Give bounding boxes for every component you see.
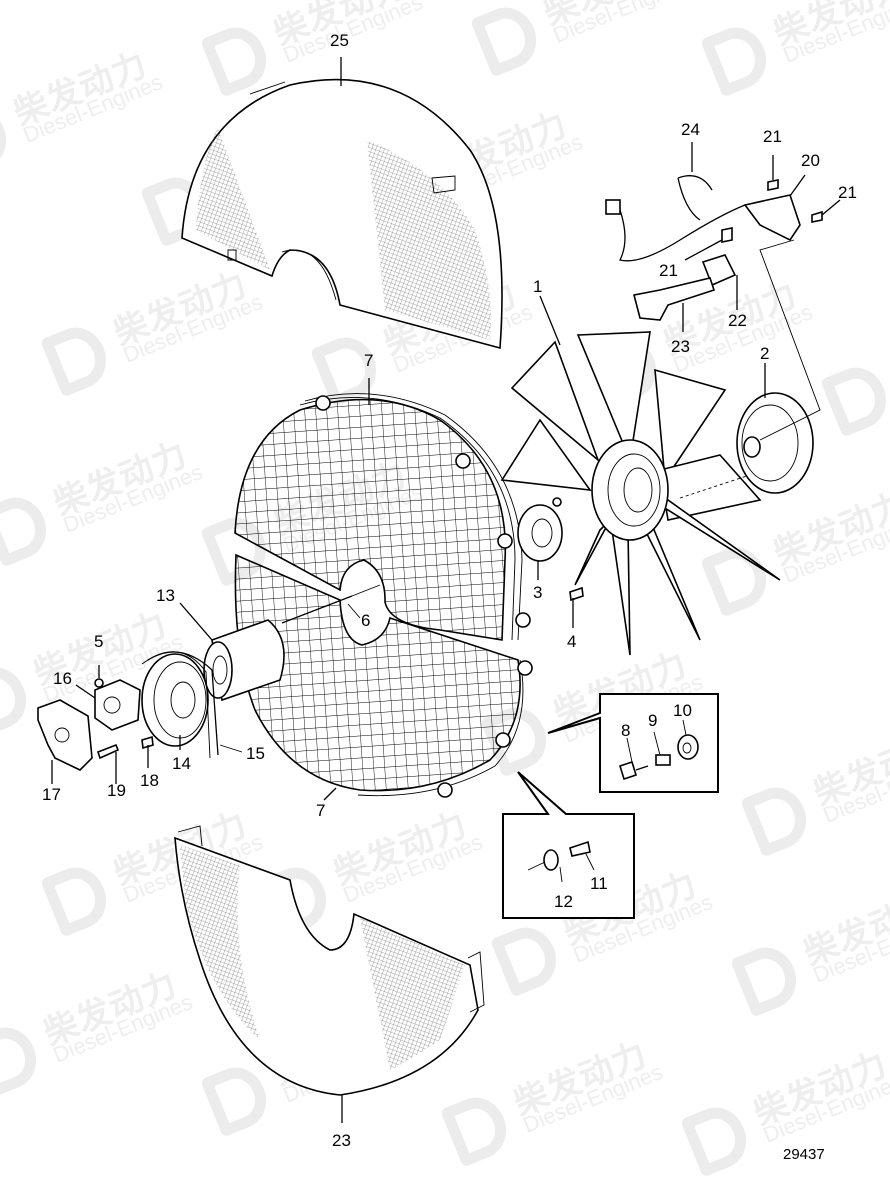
lower-fan-shroud: [174, 825, 485, 1123]
callout-11: 11: [590, 874, 608, 893]
callout-3: 3: [533, 583, 543, 602]
sensor-bracket: [684, 155, 841, 261]
callout-2: 2: [760, 344, 770, 363]
detail-box-11-12: [502, 771, 635, 919]
callout-8: 8: [621, 721, 631, 740]
support-brackets: [633, 254, 738, 332]
callout-14: 14: [172, 754, 191, 773]
detail-box-8-9-10: [547, 693, 719, 793]
spacer: [179, 602, 285, 702]
figure-number: 29437: [783, 1146, 825, 1163]
callout-10: 10: [673, 701, 692, 720]
callout-21: 21: [763, 127, 782, 146]
hub: [75, 665, 141, 731]
callout-23-lower: 23: [332, 1131, 351, 1150]
callout-7-upper: 7: [364, 351, 374, 370]
callout-12: 12: [554, 892, 573, 911]
drive-belt: [141, 651, 243, 759]
callout-13: 13: [156, 586, 175, 605]
callout-25: 25: [330, 31, 349, 50]
pulley: [141, 653, 209, 750]
callout-4: 4: [567, 632, 577, 651]
callout-15: 15: [246, 744, 265, 763]
callout-20: 20: [801, 151, 820, 170]
callout-9: 9: [648, 711, 658, 730]
callout-1: 1: [533, 277, 543, 296]
upper-fan-shroud: [181, 57, 503, 350]
callout-17: 17: [42, 785, 61, 804]
viscous-hub: [736, 239, 821, 494]
fan: [500, 295, 781, 656]
callout-16: 16: [53, 669, 72, 688]
callout-18: 18: [140, 771, 159, 790]
upper-fan-guard: [234, 378, 531, 641]
callout-21: 21: [838, 183, 857, 202]
sensor-harness: [605, 142, 746, 262]
callout-5: 5: [94, 632, 104, 651]
flange: [517, 497, 584, 628]
callout-7-lower: 7: [316, 801, 326, 820]
callout-22: 22: [728, 311, 747, 330]
callout-23: 23: [671, 337, 690, 356]
callout-6: 6: [361, 611, 371, 630]
callout-19: 19: [107, 781, 126, 800]
callout-24: 24: [681, 120, 700, 139]
mount-bracket: [37, 699, 154, 784]
callout-21: 21: [659, 261, 678, 280]
stud: [281, 584, 381, 624]
